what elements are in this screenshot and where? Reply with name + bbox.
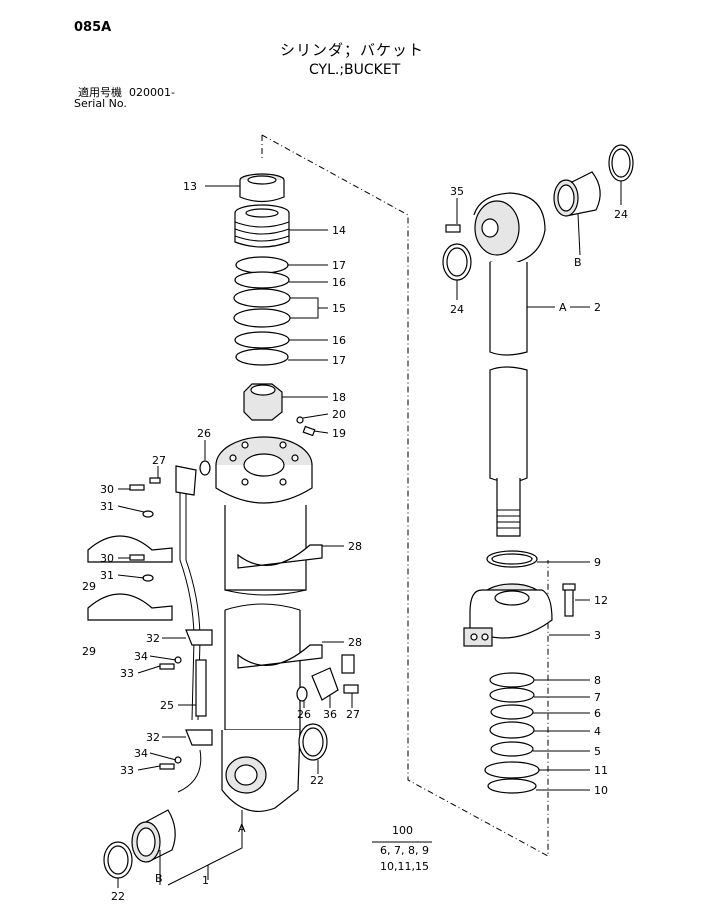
- callout-31-upper: 31: [100, 500, 114, 513]
- callout-16-upper: 16: [332, 276, 346, 289]
- callout-28-lower: 28: [348, 636, 362, 649]
- callout-20: 20: [332, 408, 346, 421]
- callout-17-lower: 17: [332, 354, 346, 367]
- callout-25: 25: [160, 699, 174, 712]
- serial-number-row: 適用号機 020001-: [78, 84, 175, 100]
- kit-number: 100: [392, 824, 413, 837]
- callout-17-upper: 17: [332, 259, 346, 272]
- callout-15: 15: [332, 302, 346, 315]
- callout-22-right: 22: [310, 774, 324, 787]
- callout-30-upper: 30: [100, 483, 114, 496]
- cylinder-tube: [215, 436, 313, 812]
- title-japanese: シリンダ；バケット: [280, 41, 425, 59]
- callout-32-upper: 32: [146, 632, 160, 645]
- callout-33-lower: 33: [120, 764, 134, 777]
- callout-4: 4: [594, 725, 601, 738]
- callout-18: 18: [332, 391, 346, 404]
- callout-1: 1: [202, 874, 209, 887]
- callout-28-upper: 28: [348, 540, 362, 553]
- callout-A-left: A: [238, 822, 246, 835]
- callout-34-lower: 34: [134, 747, 148, 760]
- callout-7: 7: [594, 691, 601, 704]
- serial-label-english: Serial No.: [74, 97, 127, 110]
- callout-2: 2: [594, 301, 601, 314]
- callout-30-lower: 30: [100, 552, 114, 565]
- callout-14: 14: [332, 224, 346, 237]
- callout-8: 8: [594, 674, 601, 687]
- callout-A-right: A: [559, 301, 567, 314]
- callout-35: 35: [450, 185, 464, 198]
- callout-34-upper: 34: [134, 650, 148, 663]
- callout-31-lower: 31: [100, 569, 114, 582]
- callout-B-right: B: [574, 256, 582, 269]
- serial-number-value: 020001-: [129, 86, 175, 99]
- callout-29-upper: 29: [82, 580, 96, 593]
- callout-26-lower: 26: [297, 708, 311, 721]
- title-english: CYL.;BUCKET: [309, 62, 401, 78]
- assembly-boundary: [261, 134, 549, 857]
- callout-27-lower: 27: [346, 708, 360, 721]
- piston-parts: [233, 173, 316, 437]
- callout-B-left: B: [155, 872, 163, 885]
- callout-16-lower: 16: [332, 334, 346, 347]
- diagram-code: 085A: [74, 20, 112, 35]
- serial-label-japanese: 適用号機: [78, 86, 122, 99]
- kit-contents-line1: 6, 7, 8, 9: [380, 844, 429, 857]
- callout-labels: 13 14 17 16 15 16 17 18 20 19 26 27 30 3…: [82, 180, 628, 903]
- piston-rod: [442, 144, 634, 537]
- callout-22-left: 22: [111, 890, 125, 903]
- callout-27-upper: 27: [152, 454, 166, 467]
- callout-33-upper: 33: [120, 667, 134, 680]
- callout-11: 11: [594, 764, 608, 777]
- callout-24-right: 24: [614, 208, 628, 221]
- callout-3: 3: [594, 629, 601, 642]
- bottom-bushing: [103, 723, 328, 879]
- callout-10: 10: [594, 784, 608, 797]
- callout-12: 12: [594, 594, 608, 607]
- callout-29-lower: 29: [82, 645, 96, 658]
- kit-contents-line2: 10,11,15: [380, 860, 429, 873]
- callout-19: 19: [332, 427, 346, 440]
- leader-lines: [117, 181, 622, 888]
- rod-head-assembly: [463, 550, 576, 794]
- callout-32-lower: 32: [146, 731, 160, 744]
- callout-26-upper: 26: [197, 427, 211, 440]
- callout-13: 13: [183, 180, 197, 193]
- clamps-and-piping: [87, 460, 359, 793]
- callout-6: 6: [594, 707, 601, 720]
- callout-36: 36: [323, 708, 337, 721]
- callout-5: 5: [594, 745, 601, 758]
- callout-9: 9: [594, 556, 601, 569]
- callout-24-left: 24: [450, 303, 464, 316]
